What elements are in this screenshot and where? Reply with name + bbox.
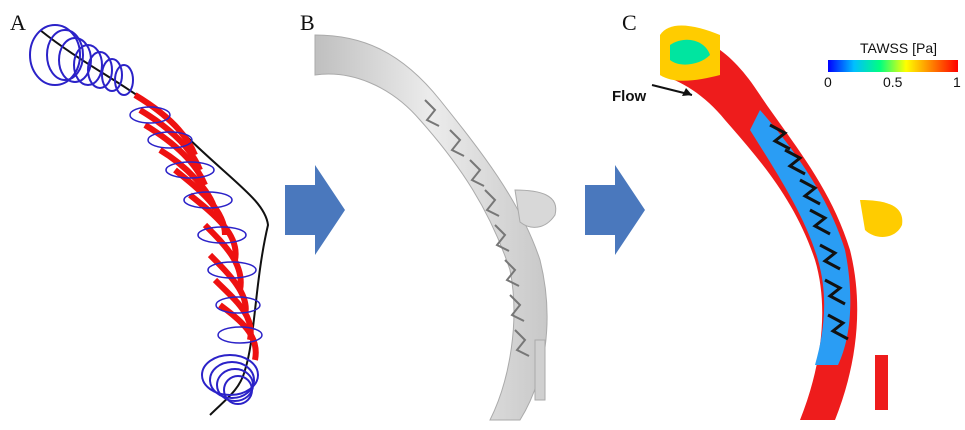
- lower-branch: [535, 340, 545, 400]
- panel-c: C Flow TAWSS [Pa] 0 0.5 1: [610, 0, 965, 430]
- branch-vessel: [515, 190, 556, 227]
- lower-branch-tawss: [875, 355, 888, 410]
- stented-region: [750, 110, 850, 365]
- vessel-body: [315, 35, 547, 420]
- centerline: [40, 30, 268, 415]
- legend-tick-0: 0: [824, 74, 832, 90]
- legend-title: TAWSS [Pa]: [860, 40, 937, 56]
- colorbar: [828, 60, 958, 72]
- branch-vessel-tawss: [860, 200, 902, 237]
- panel-a: A: [0, 0, 300, 430]
- stent-coil-illustration: [0, 0, 300, 430]
- vessel-geometry-illustration: [290, 0, 610, 430]
- panel-b: B: [290, 0, 610, 430]
- legend-tick-mid: 0.5: [883, 74, 902, 90]
- legend-tick-1: 1: [953, 74, 961, 90]
